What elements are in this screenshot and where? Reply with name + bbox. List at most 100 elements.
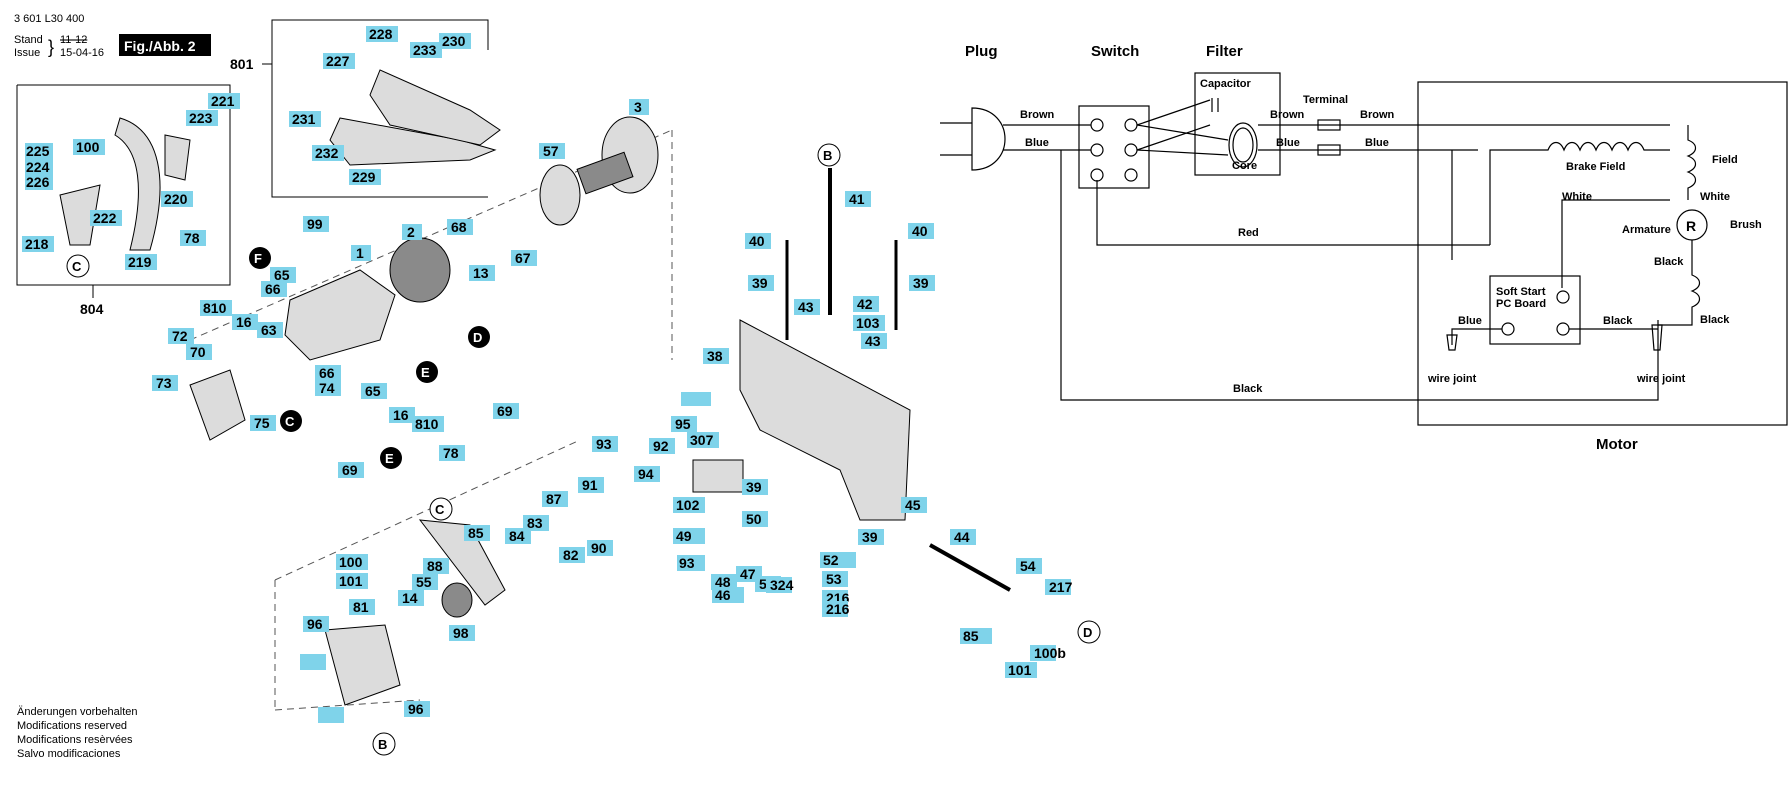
svg-text:98: 98: [453, 625, 469, 641]
svg-text:101: 101: [339, 573, 363, 589]
plate-shape: [539, 164, 581, 226]
svg-text:88: 88: [427, 558, 443, 574]
svg-text:74: 74: [319, 380, 335, 396]
svg-text:810: 810: [415, 416, 439, 432]
label-brown-1: Brown: [1020, 109, 1055, 121]
label-white-2: White: [1562, 191, 1592, 203]
svg-text:100: 100: [76, 139, 100, 155]
svg-text:3: 3: [634, 99, 642, 115]
red-wire: [1096, 180, 1490, 246]
svg-text:75: 75: [254, 415, 270, 431]
label-brush: Brush: [1730, 219, 1762, 231]
label-plate-shape: [692, 459, 744, 493]
label-blue-2: Blue: [1276, 137, 1300, 149]
svg-text:228: 228: [369, 26, 393, 42]
wiring-diagram: Plug Switch Filter Motor Capacitor Core …: [940, 43, 1788, 453]
svg-text:44: 44: [954, 529, 970, 545]
guard-bracket-shape: [59, 184, 101, 246]
svg-text:93: 93: [596, 436, 612, 452]
svg-text:66: 66: [265, 281, 281, 297]
svg-text:82: 82: [563, 547, 579, 563]
svg-text:92: 92: [653, 438, 669, 454]
figure-label: Fig./Abb. 2: [124, 38, 196, 54]
svg-text:48: 48: [715, 574, 731, 590]
svg-text:226: 226: [26, 174, 50, 190]
date-new: 15-04-16: [60, 47, 104, 59]
switch-box: [1078, 105, 1150, 189]
group-801: 801: [230, 19, 501, 198]
callout-f: F: [254, 251, 262, 266]
svg-text:13: 13: [473, 265, 489, 281]
svg-text:85: 85: [963, 628, 979, 644]
label-black-bottom: Black: [1233, 383, 1263, 395]
figure-label-bg: [119, 34, 211, 56]
svg-text:69: 69: [497, 403, 513, 419]
motor-part-shapes: [189, 116, 1011, 706]
label-white-1: White: [1700, 191, 1730, 203]
svg-text:38: 38: [707, 348, 723, 364]
label-blue-1: Blue: [1025, 137, 1049, 149]
svg-text:54: 54: [1020, 558, 1036, 574]
svg-text:39: 39: [913, 275, 929, 291]
group-801-box: [271, 19, 489, 198]
soft-start-box: [1489, 275, 1581, 345]
svg-text:43: 43: [798, 299, 814, 315]
motor-housing-shape: [284, 269, 396, 361]
svg-text:83: 83: [527, 515, 543, 531]
svg-text:101: 101: [1008, 662, 1032, 678]
svg-text:91: 91: [582, 477, 598, 493]
callouts: F D E C E C C B B D: [66, 143, 1101, 756]
wiring-header-plug: Plug: [965, 43, 998, 60]
brace-glyph: }: [48, 37, 54, 57]
label-armature: Armature: [1622, 224, 1671, 236]
fan-cover-shape: [189, 369, 246, 441]
svg-text:1: 1: [356, 245, 364, 261]
svg-text:66: 66: [319, 365, 335, 381]
wiring-header-filter: Filter: [1206, 43, 1243, 60]
label-terminal: Terminal: [1303, 94, 1348, 106]
svg-text:67: 67: [515, 250, 531, 266]
svg-text:85: 85: [468, 525, 484, 541]
svg-text:81: 81: [353, 599, 369, 615]
armature-r: R: [1686, 218, 1696, 234]
part-labels: 228 230 233 227 231 232 229 221 223 225 …: [22, 26, 1073, 723]
svg-text:224: 224: [26, 159, 50, 175]
svg-text:46: 46: [715, 587, 731, 603]
svg-text:218: 218: [25, 236, 49, 252]
group-804-box: [16, 84, 231, 286]
armature-core-shape: [576, 151, 634, 195]
label-softstart-2: PC Board: [1496, 298, 1546, 310]
svg-text:14: 14: [402, 590, 418, 606]
svg-text:84: 84: [509, 528, 525, 544]
svg-text:63: 63: [261, 322, 277, 338]
svg-text:217: 217: [1049, 579, 1073, 595]
footer-line-es: Salvo modificaciones: [17, 748, 121, 760]
callout-b2: B: [378, 737, 387, 752]
callout-c2: C: [435, 502, 445, 517]
wiring-header-switch: Switch: [1091, 43, 1139, 60]
filter-box: [1194, 72, 1281, 176]
svg-text:65: 65: [365, 383, 381, 399]
svg-text:90: 90: [591, 540, 607, 556]
guard-right-shape: [369, 69, 501, 146]
frame-shape: [739, 319, 911, 521]
svg-text:225: 225: [26, 143, 50, 159]
callout-c-group: C: [72, 259, 82, 274]
svg-text:100b: 100b: [1034, 645, 1066, 661]
svg-text:93: 93: [679, 555, 695, 571]
svg-text:78: 78: [184, 230, 200, 246]
callout-d2: D: [1083, 625, 1092, 640]
svg-text:73: 73: [156, 375, 172, 391]
wiring-header-motor: Motor: [1596, 436, 1638, 453]
svg-text:55: 55: [416, 574, 432, 590]
group-804: 804: [16, 84, 231, 317]
svg-text:231: 231: [292, 111, 316, 127]
svg-text:39: 39: [746, 479, 762, 495]
motor-box: [1417, 81, 1788, 426]
svg-text:307: 307: [690, 432, 714, 448]
header: 3 601 L30 400 Stand Issue } 11-12 15-04-…: [14, 13, 211, 59]
label-brown-2: Brown: [1270, 109, 1305, 121]
svg-text:219: 219: [128, 254, 152, 270]
callout-c1: C: [285, 414, 295, 429]
